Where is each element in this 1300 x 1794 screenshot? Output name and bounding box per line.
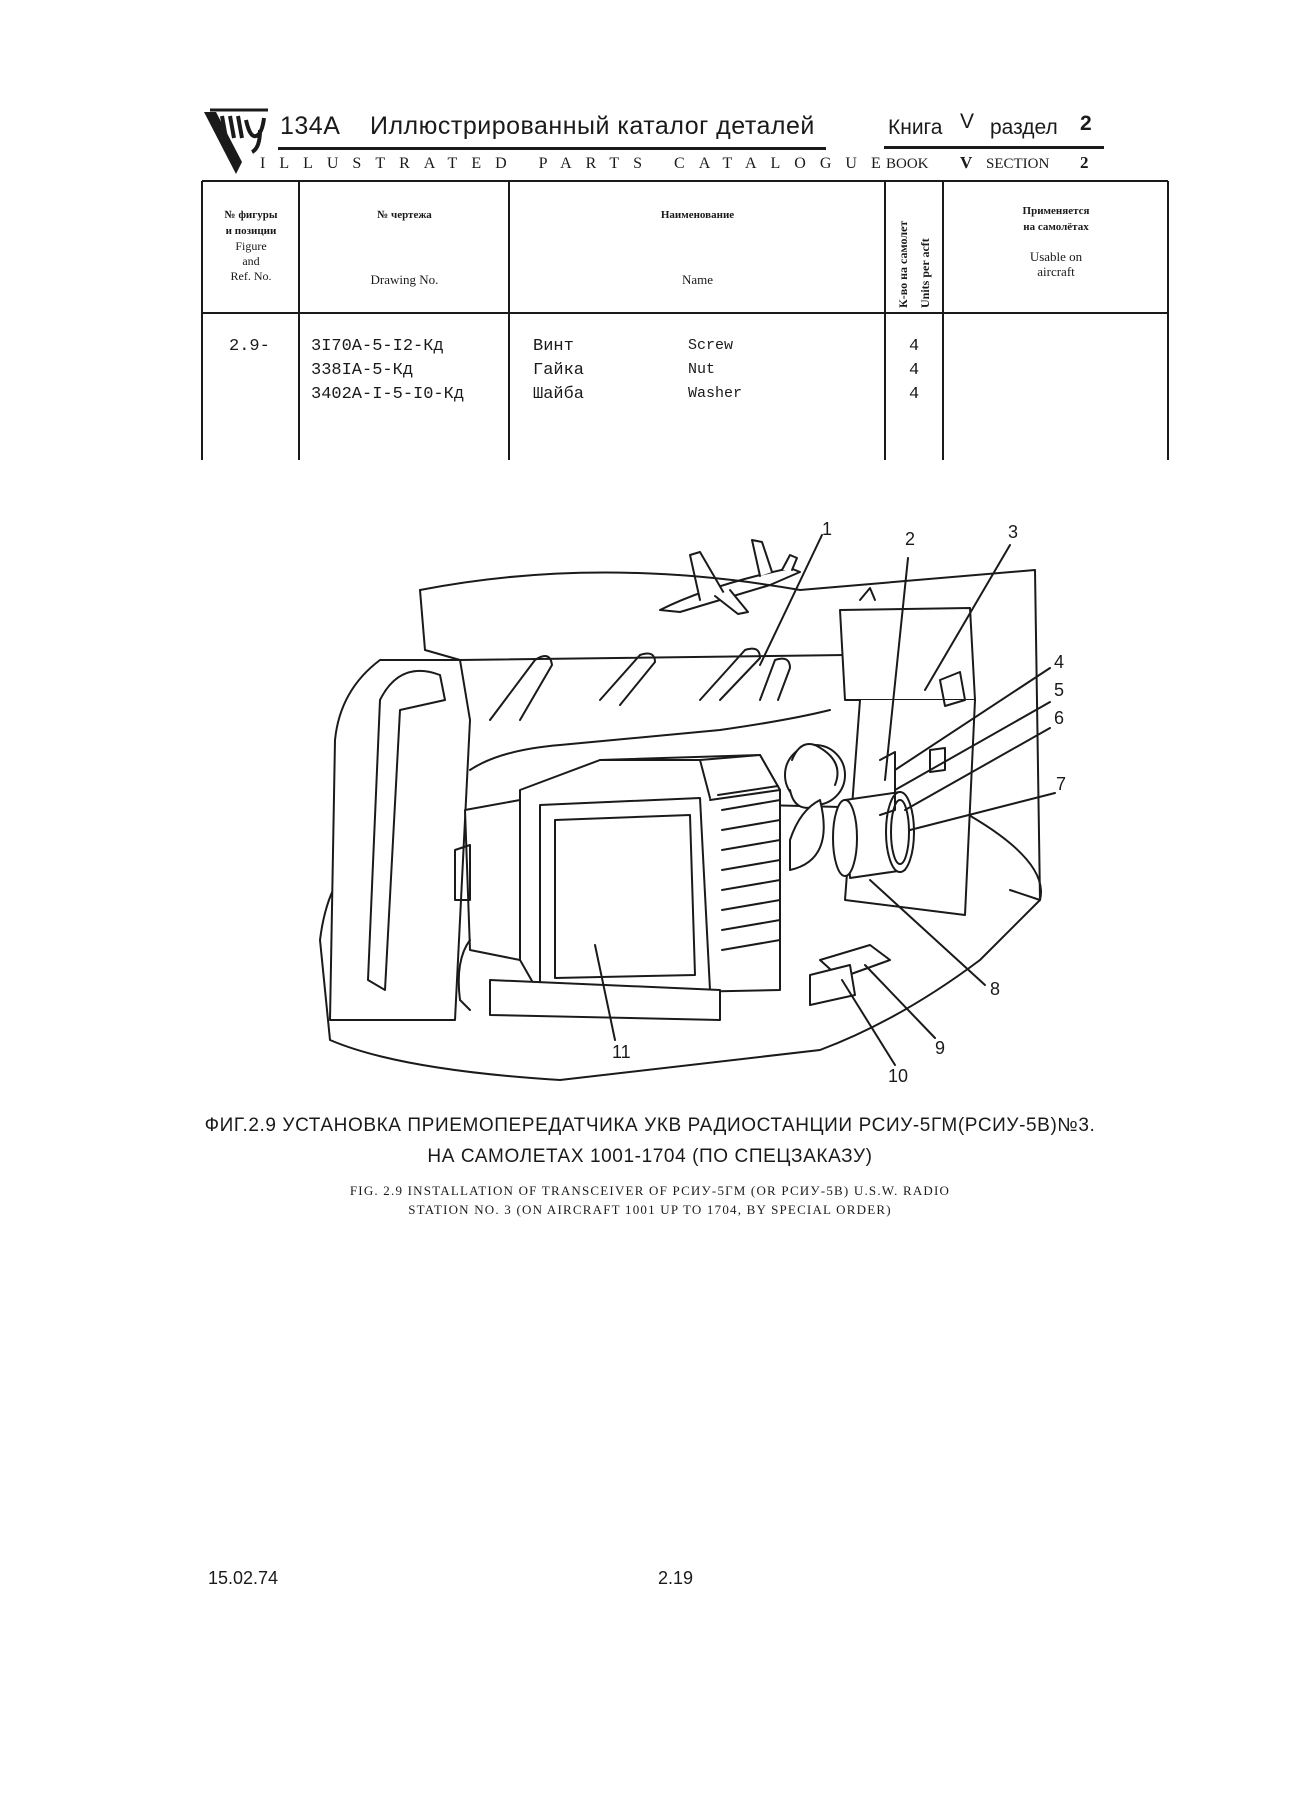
row-2-units: 4 — [909, 361, 920, 380]
caption-ru-line2: НА САМОЛЕТАХ 1001-1704 (ПО СПЕЦЗАКАЗУ) — [427, 1146, 873, 1167]
footer-page-number: 2.19 — [658, 1568, 694, 1588]
callout-5: 5 — [1054, 680, 1064, 700]
figure-ref: 2.9- — [229, 337, 270, 356]
col-figure-header: № фигуры и позиции Figure and Ref. No. — [224, 209, 278, 283]
col-units-header-en: Units per acft — [918, 238, 932, 308]
book-label-en: BOOK — [886, 156, 929, 172]
section-number-ru: 2 — [1080, 112, 1092, 135]
callout-3: 3 — [1008, 522, 1018, 542]
caption-en-line2: STATION NO. 3 (ON AIRCRAFT 1001 UP TO 17… — [408, 1202, 892, 1217]
callout-7: 7 — [1056, 774, 1066, 794]
book-number-ru: V — [960, 110, 975, 133]
section-label-en: SECTION — [986, 156, 1050, 172]
callout-1: 1 — [822, 519, 832, 539]
section-number-en: 2 — [1080, 153, 1089, 172]
row-2-drawing: 338IА-5-Кд — [311, 361, 414, 380]
header-rule — [278, 147, 826, 150]
callout-2: 2 — [905, 529, 915, 549]
callout-10: 10 — [888, 1066, 908, 1086]
section-label-ru: раздел — [990, 116, 1058, 139]
model-number: 134А — [280, 112, 341, 140]
row-1-drawing: 3I70А-5-I2-Кд — [311, 337, 444, 356]
catalog-title-en: ILLUSTRATED PARTS CATALOGUE — [260, 155, 895, 172]
row-1-units: 4 — [909, 337, 920, 356]
col-drawing-header-ru: № чертежа — [377, 209, 432, 221]
manufacturer-logo — [204, 108, 268, 174]
callout-11: 11 — [612, 1042, 631, 1062]
catalog-title-ru: Иллюстрированный каталог деталей — [370, 112, 815, 140]
callout-6: 6 — [1054, 708, 1064, 728]
row-3-units: 4 — [909, 385, 920, 404]
row-3-name-en: Washer — [688, 385, 743, 402]
col-name-header-ru: Наименование — [660, 209, 735, 221]
row-3-name-ru: Шайба — [533, 385, 585, 404]
callout-4: 4 — [1054, 652, 1064, 672]
fan-icon — [784, 743, 846, 871]
parts-table-grid — [201, 180, 1169, 460]
col-usable-header: Применяется на самолётах Usable on aircr… — [1022, 205, 1090, 279]
col-drawing-header-en: Drawing No. — [370, 272, 439, 287]
row-3-drawing: 3402А-I-5-I0-Кд — [311, 385, 465, 404]
footer-date: 15.02.74 — [208, 1568, 279, 1588]
row-2-name-en: Nut — [688, 361, 716, 378]
header-rule-book — [884, 146, 1104, 149]
caption-ru-line1: ФИГ.2.9 УСТАНОВКА ПРИЕМОПЕРЕДАТЧИКА УКВ … — [204, 1115, 1096, 1136]
installation-illustration: 1 2 3 4 5 6 7 8 9 10 11 — [319, 519, 1066, 1086]
row-1-name-ru: Винт — [533, 337, 574, 356]
col-name-header-en: Name — [681, 272, 714, 287]
book-label-ru: Книга — [888, 116, 943, 139]
book-number-en: V — [960, 153, 973, 172]
col-units-header-ru: К-во на самолет — [896, 220, 910, 308]
row-1-name-en: Screw — [688, 337, 734, 354]
blower-cylinder — [832, 791, 915, 879]
callout-8: 8 — [990, 979, 1000, 999]
aircraft-silhouette-icon — [659, 539, 801, 615]
transceiver-unit — [489, 754, 781, 1021]
callout-9: 9 — [935, 1038, 945, 1058]
caption-en-line1: FIG. 2.9 INSTALLATION OF TRANSCEIVER OF … — [349, 1183, 951, 1198]
row-2-name-ru: Гайка — [533, 361, 585, 380]
